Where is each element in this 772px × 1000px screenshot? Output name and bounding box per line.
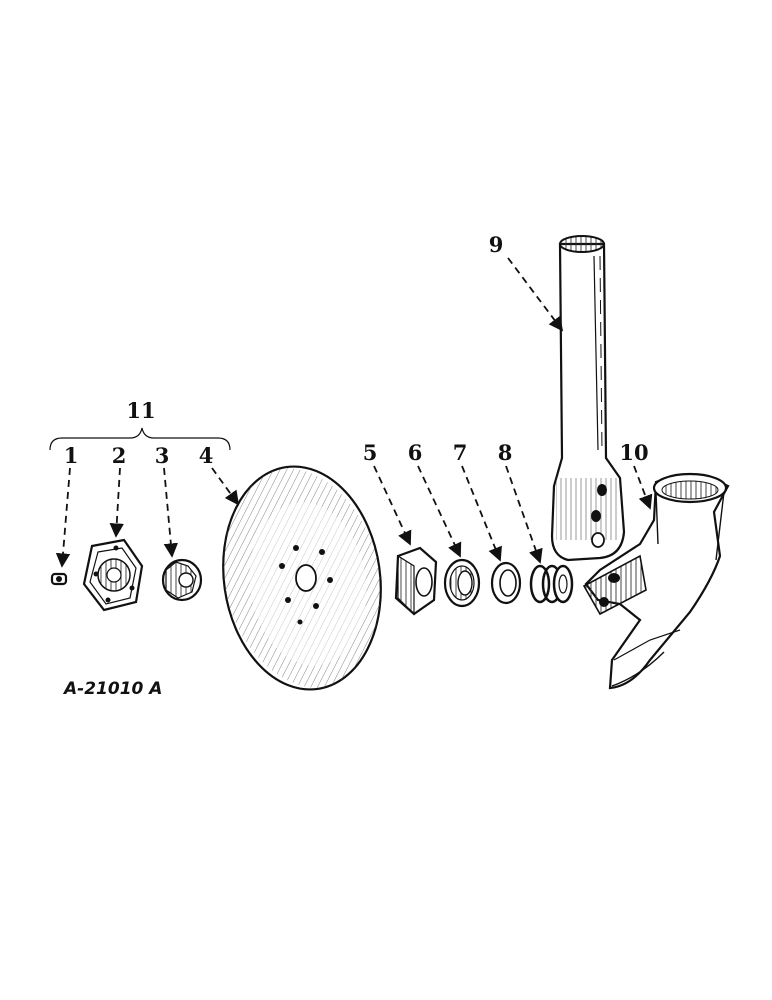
callout-6: 6 bbox=[408, 440, 423, 465]
part-6-washer bbox=[443, 558, 481, 608]
part-2-hub-cap bbox=[82, 538, 144, 612]
callout-4: 4 bbox=[199, 443, 214, 468]
part-4-disk-blade bbox=[222, 465, 382, 691]
figure-reference-code: A-21010 A bbox=[62, 679, 162, 699]
part-10-housing bbox=[582, 472, 730, 690]
part-11-bracket bbox=[49, 427, 231, 451]
callout-3: 3 bbox=[155, 443, 170, 468]
part-8-spacer bbox=[529, 564, 574, 604]
callout-5: 5 bbox=[363, 440, 378, 465]
part-1-grease-fitting bbox=[50, 572, 68, 586]
part-3-bearing bbox=[161, 558, 203, 602]
callout-8: 8 bbox=[498, 440, 513, 465]
part-9-shank-arm bbox=[550, 235, 626, 562]
callout-10: 10 bbox=[619, 440, 648, 465]
callout-labels: 11 1 2 3 4 5 6 7 8 9 10 bbox=[64, 232, 649, 468]
part-5-nut bbox=[394, 546, 438, 616]
leader-lines bbox=[55, 257, 653, 568]
callout-7: 7 bbox=[453, 440, 468, 465]
part-7-washer bbox=[490, 561, 522, 605]
callout-9: 9 bbox=[489, 232, 504, 257]
callout-11: 11 bbox=[126, 398, 155, 423]
callout-2: 2 bbox=[112, 443, 127, 468]
callout-1: 1 bbox=[64, 443, 79, 468]
